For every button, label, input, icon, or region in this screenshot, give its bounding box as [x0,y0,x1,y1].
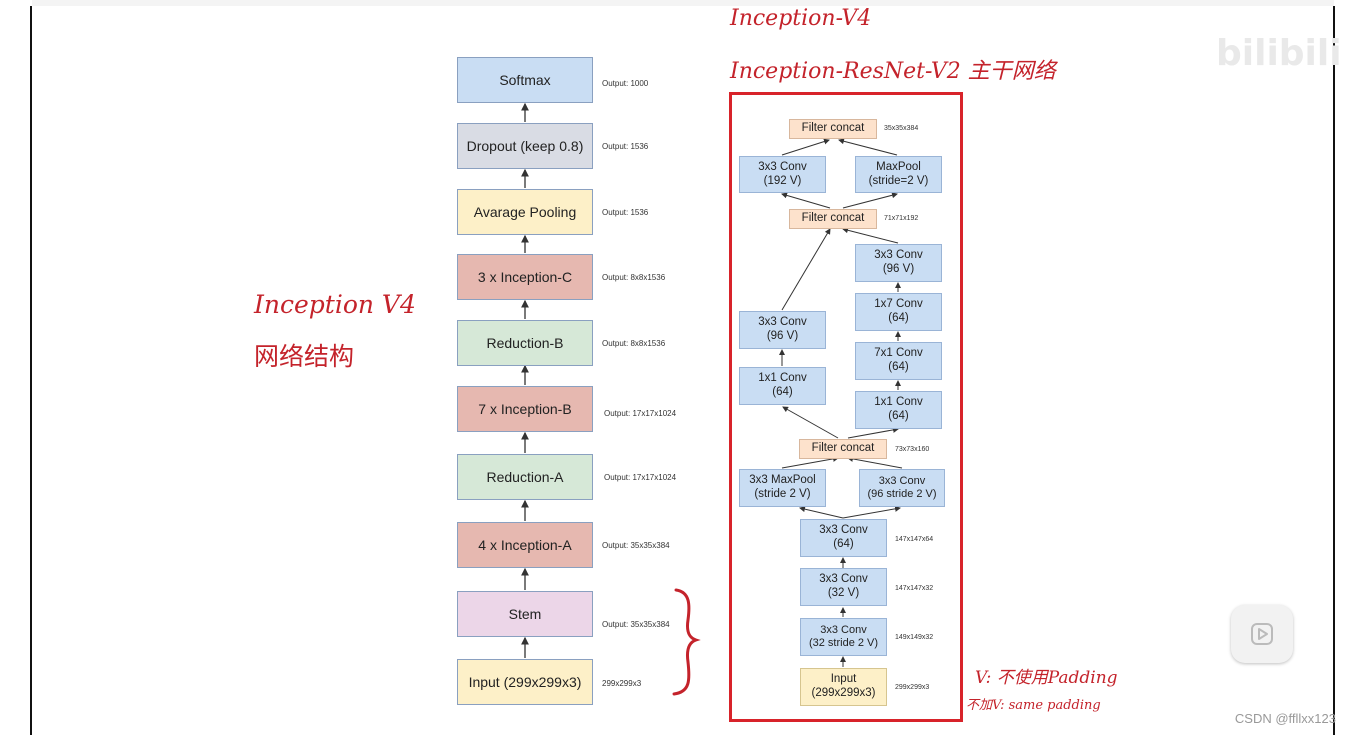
output-label: Output: 35x35x384 [602,620,670,629]
box-line: Input [830,673,857,686]
output-label: Output: 17x17x1024 [604,473,677,482]
output-label: Output: 17x17x1024 [604,409,677,418]
box-line: (stride=2 V) [868,174,929,187]
box-line: (64) [888,312,909,324]
inception-b-block: 7 x Inception-B [457,386,593,432]
box-line: 3x3 Conv [758,160,807,173]
box-line: 3x3 Conv [820,623,867,636]
input-layer: Input (299x299x3) [457,659,593,705]
conv-64: 3x3 Conv (64) [800,519,887,557]
left-frame-border [30,6,32,735]
conv-32v: 3x3 Conv (32 V) [800,568,887,606]
box-line: (64) [888,361,909,373]
box-line: (64) [888,410,909,422]
output-label: Output: 8x8x1536 [602,273,666,282]
annotation-network-structure: 网络结构 [254,342,355,371]
filter-concat-middle: Filter concat [789,209,877,229]
right-frame-border [1333,6,1335,735]
stem-input: Input (299x299x3) [800,668,887,706]
size-label: 299x299x3 [895,684,930,691]
output-label: Output: 35x35x384 [602,541,670,550]
avg-pooling-layer: Avarage Pooling [457,189,593,235]
output-label: Output: 1000 [602,79,649,88]
output-label: Output: 1536 [602,208,649,217]
conv-192v: 3x3 Conv (192 V) [739,156,826,193]
box-line: (96 V) [882,263,915,275]
annotation-inception-v4: Inception V4 [254,290,416,319]
box-line: 7x1 Conv [874,347,923,360]
box-line: (64) [833,538,854,550]
box-line: (96 V) [766,330,799,342]
reduction-a-block: Reduction-A [457,454,593,500]
video-top-bar [32,0,1334,6]
box-line: (299x299x3) [811,687,876,699]
reduction-b-block: Reduction-B [457,320,593,366]
conv-1x1-branch-b: 1x1 Conv (64) [855,391,942,429]
box-line: 1x7 Conv [874,298,923,311]
stem-brace [672,588,701,696]
annotation-title-inception-v4: Inception-V4 [730,6,872,31]
size-label: 147x147x64 [895,536,934,543]
conv-96v-branch-a: 3x3 Conv (96 V) [739,311,826,349]
output-label: Output: 1536 [602,142,649,151]
box-line: (32 V) [827,587,860,599]
maxpool-stride2-v: 3x3 MaxPool (stride 2 V) [739,469,826,507]
box-line: 1x1 Conv [874,396,923,409]
stem-detail-frame [729,92,963,722]
box-line: (64) [772,386,793,398]
box-line: (32 stride 2 V) [808,637,879,649]
box-line: 3x3 Conv [878,474,926,487]
box-line: 3x3 Conv [819,573,868,586]
stem-arrows [779,138,903,667]
box-line: MaxPool [876,160,921,173]
box-line: (96 stride 2 V) [867,488,937,500]
conv-32-stride2: 3x3 Conv (32 stride 2 V) [800,618,887,656]
softmax-layer: Softmax [457,57,593,103]
bilibili-watermark: bilibili [1216,33,1342,74]
dropout-layer: Dropout (keep 0.8) [457,123,593,169]
stem-block: Stem [457,591,593,637]
conv-1x7: 1x7 Conv (64) [855,293,942,331]
conv-1x1-branch-a: 1x1 Conv (64) [739,367,826,405]
size-label: 35x35x384 [884,125,919,132]
output-label: Output: 8x8x1536 [602,339,666,348]
box-line: (192 V) [763,174,802,187]
conv-96-stride2: 3x3 Conv (96 stride 2 V) [859,469,945,507]
box-line: (stride 2 V) [754,488,811,500]
play-button[interactable] [1231,605,1293,663]
csdn-watermark: CSDN @ffllxx123 [1234,711,1336,726]
box-line: 1x1 Conv [758,372,807,385]
inception-c-block: 3 x Inception-C [457,254,593,300]
play-icon [1251,623,1273,645]
output-label: 299x299x3 [602,679,642,688]
box-line: 3x3 Conv [874,249,923,262]
size-label: 147x147x32 [895,585,934,592]
box-line: 3x3 Conv [758,316,807,329]
annotation-same-padding: 不加V: same padding [966,698,1101,713]
size-label: 73x73x160 [895,446,930,453]
inception-a-block: 4 x Inception-A [457,522,593,568]
box-line: 3x3 MaxPool [749,474,816,487]
box-line: 3x3 Conv [819,524,868,537]
size-label: 149x149x32 [895,634,934,641]
annotation-v-no-padding: V: 不使用Padding [975,668,1118,688]
size-label: 71x71x192 [884,215,919,222]
annotation-title-resnet-v2: Inception-ResNet-V2 主干网络 [730,59,1056,84]
filter-concat-bottom: Filter concat [799,439,887,459]
filter-concat-top: Filter concat [789,119,877,139]
conv-96v-branch-b: 3x3 Conv (96 V) [855,244,942,282]
conv-7x1: 7x1 Conv (64) [855,342,942,380]
maxpool-stride2: MaxPool (stride=2 V) [855,156,942,193]
